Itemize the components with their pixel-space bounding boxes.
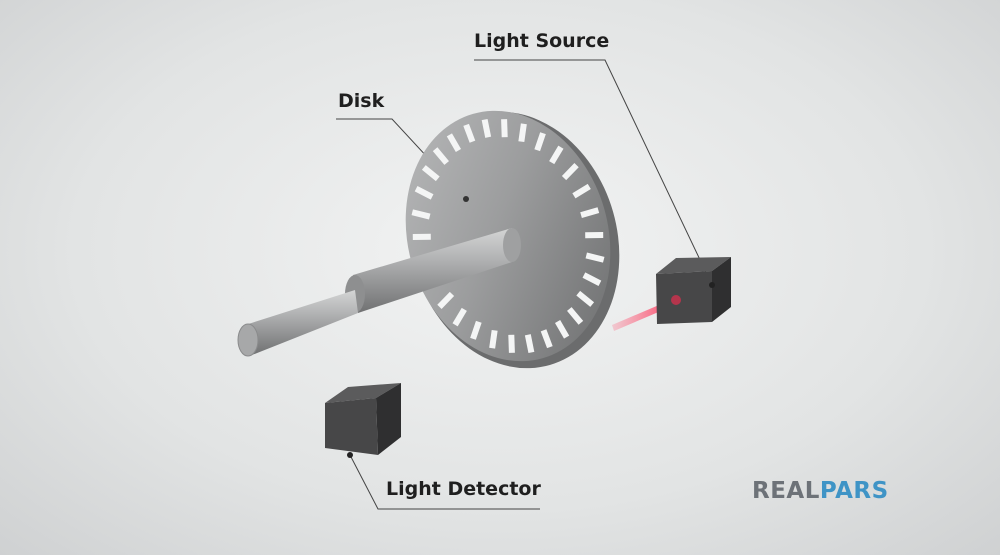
disk-slot (508, 334, 515, 353)
logo-part-real: REAL (752, 478, 820, 504)
disk-slot (489, 329, 498, 349)
disk-slot (580, 207, 600, 218)
disk-slot (540, 329, 553, 349)
disk-slot (534, 132, 546, 152)
disk-slot (576, 290, 595, 307)
realpars-logo: REALPARS (752, 478, 937, 506)
disk-slot (518, 123, 527, 143)
disk-slot (561, 163, 579, 181)
light-detector-cube (325, 383, 401, 458)
disk-slot (432, 147, 449, 165)
light-detector-label: Light Detector (386, 478, 541, 500)
light-source-cube (656, 257, 731, 324)
light-source-leader (474, 59, 713, 286)
disk-center-dot (463, 196, 469, 202)
disk-slot (421, 165, 440, 182)
disk-slot (412, 233, 431, 240)
disk-slot (411, 209, 431, 220)
light-source-label: Light Source (474, 30, 610, 52)
disk-label: Disk (338, 90, 385, 112)
disk-slot (437, 291, 455, 309)
disk-slot (567, 307, 584, 325)
disk-slot (463, 123, 476, 143)
disk-slot (554, 320, 570, 339)
shaft (237, 228, 521, 357)
disk-slot (501, 119, 508, 138)
disk-slot (582, 272, 602, 286)
disk-slot (572, 183, 591, 199)
disk-slot (481, 118, 492, 138)
disk-slot (549, 145, 564, 165)
shaft-end-face (237, 323, 259, 357)
logo-part-pars: PARS (819, 478, 889, 504)
disk-slot (524, 334, 535, 354)
disk-slot (452, 307, 467, 327)
disk-slot (585, 232, 604, 239)
disk-slot (585, 252, 605, 263)
light-detector-leader (349, 454, 540, 510)
disk-slot (446, 133, 462, 152)
disk-slot (414, 186, 434, 200)
disk-slot (470, 320, 482, 340)
